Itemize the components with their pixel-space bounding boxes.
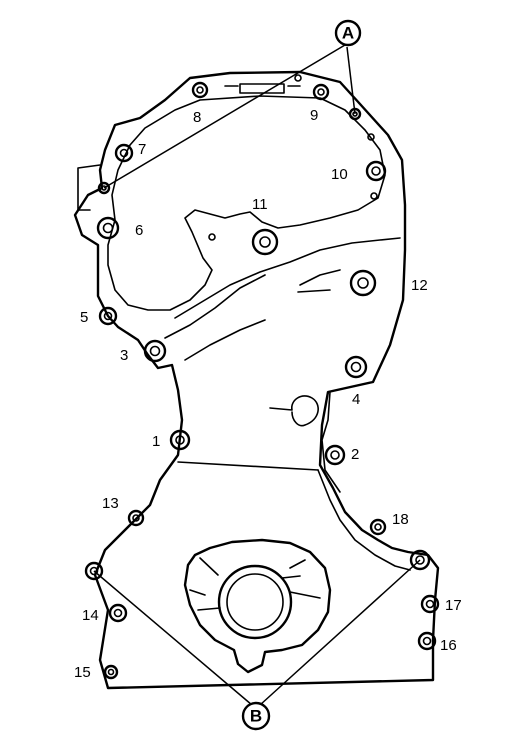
crank-housing — [183, 538, 332, 674]
upper-strut — [174, 237, 401, 319]
rib-a — [184, 319, 266, 361]
bolt-9 — [312, 83, 330, 101]
mid-strut — [164, 274, 266, 339]
callout-b-leader-left — [93, 570, 253, 706]
left-tab — [77, 164, 101, 211]
web-line — [177, 461, 319, 471]
label-6: 6 — [135, 222, 143, 239]
bolt-7 — [114, 143, 134, 163]
bolt-12 — [349, 269, 377, 297]
label-5: 5 — [80, 309, 88, 326]
svg-text:A: A — [342, 24, 354, 43]
cover-outline — [73, 70, 440, 690]
bolt-17 — [420, 594, 440, 614]
lower-sweep — [317, 469, 411, 571]
bolt-18 — [369, 518, 387, 536]
label-9: 9 — [310, 107, 318, 124]
rib-c — [297, 289, 331, 293]
bolt-16 — [417, 631, 437, 651]
bolt-1 — [169, 429, 191, 451]
bolt-labels: 1 2 3 4 5 6 7 8 9 10 11 12 13 14 15 16 1… — [74, 107, 462, 681]
label-3: 3 — [120, 347, 128, 364]
svg-text:B: B — [250, 707, 262, 726]
callout-a: A — [334, 19, 362, 47]
callout-a-leader-right — [346, 46, 356, 115]
label-11: 11 — [252, 196, 268, 213]
callout-b-leader-right — [259, 559, 421, 706]
label-13: 13 — [102, 495, 119, 512]
bolt-14 — [108, 603, 128, 623]
bolt-a-left — [97, 181, 111, 195]
label-12: 12 — [411, 277, 428, 294]
label-16: 16 — [440, 637, 457, 654]
bolt-8 — [191, 81, 209, 99]
label-15: 15 — [74, 664, 91, 681]
top-slot — [239, 83, 285, 94]
bolt-5 — [98, 306, 118, 326]
crank-ribs — [189, 557, 321, 611]
label-18: 18 — [392, 511, 409, 528]
callout-b: B — [241, 701, 271, 731]
label-7: 7 — [138, 141, 146, 158]
bolt-2 — [324, 444, 346, 466]
label-2: 2 — [351, 446, 359, 463]
label-17: 17 — [445, 597, 462, 614]
bolts — [84, 81, 440, 680]
dowels — [208, 74, 378, 241]
bolt-b-left — [84, 561, 104, 581]
bolt-b-right — [409, 549, 431, 571]
crank-seal-outer — [217, 564, 293, 640]
label-14: 14 — [82, 607, 99, 624]
label-1: 1 — [152, 433, 160, 450]
label-10: 10 — [331, 166, 348, 183]
rib-b — [299, 269, 341, 286]
center-bump — [269, 395, 319, 427]
right-contour — [321, 391, 341, 493]
bolt-11 — [251, 228, 279, 256]
bolt-15 — [103, 664, 119, 680]
bolt-13 — [127, 509, 145, 527]
label-8: 8 — [193, 109, 201, 126]
bolt-10 — [365, 160, 387, 182]
bolt-4 — [344, 355, 368, 379]
label-4: 4 — [352, 391, 360, 408]
crank-seal-inner — [226, 573, 284, 631]
callout-a-leader-left — [103, 44, 346, 189]
bolt-6 — [96, 216, 120, 240]
inner-chamber — [107, 95, 386, 311]
bolt-3 — [143, 339, 167, 363]
